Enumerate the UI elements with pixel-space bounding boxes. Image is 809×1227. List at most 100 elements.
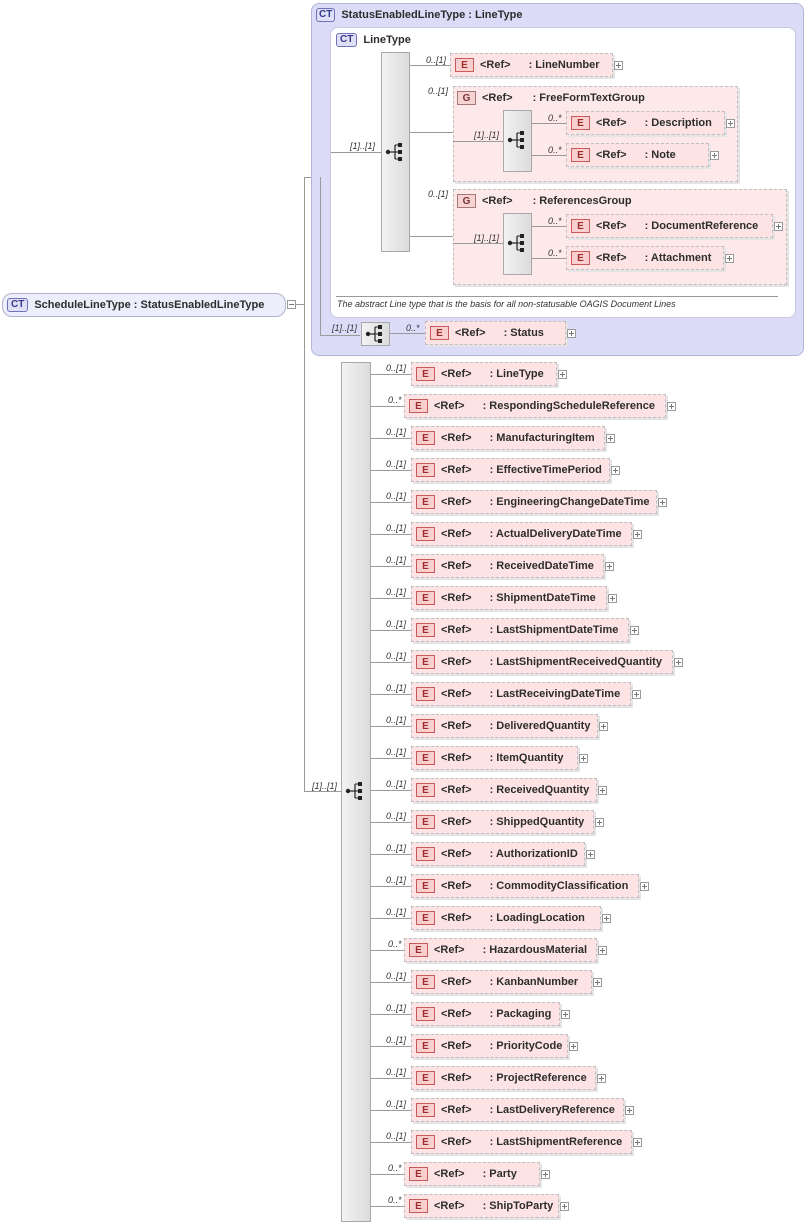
element-icon: E: [416, 687, 435, 701]
cardinality-label: 0..[1]: [386, 523, 407, 533]
collapse-icon[interactable]: [287, 300, 296, 309]
expand-icon[interactable]: [633, 530, 642, 539]
element-kanban-number[interactable]: E<Ref>: KanbanNumber: [411, 970, 592, 994]
element-last-delivery-reference[interactable]: E<Ref>: LastDeliveryReference: [411, 1098, 624, 1122]
element-icon: E: [416, 623, 435, 637]
sequence-compositor[interactable]: [381, 52, 410, 252]
expand-icon[interactable]: [598, 946, 607, 955]
expand-icon[interactable]: [674, 658, 683, 667]
element-party[interactable]: E<Ref>: Party: [404, 1162, 540, 1186]
cardinality-label: 0..*: [548, 216, 562, 226]
element-icon: E: [416, 815, 435, 829]
ref-label: <Ref>: [596, 252, 627, 264]
element-received-quantity[interactable]: E<Ref>: ReceivedQuantity: [411, 778, 597, 802]
element-line-number[interactable]: E <Ref> : LineNumber: [450, 53, 613, 77]
element-line-type[interactable]: E<Ref>: LineType: [411, 362, 557, 386]
sequence-compositor[interactable]: [341, 362, 371, 1222]
annotation-text: The abstract Line type that is the basis…: [337, 299, 676, 309]
expand-icon[interactable]: [611, 466, 620, 475]
root-complex-type[interactable]: CT ScheduleLineType : StatusEnabledLineT…: [2, 293, 286, 317]
element-attachment[interactable]: E <Ref> : Attachment: [566, 246, 724, 270]
expand-icon[interactable]: [598, 786, 607, 795]
expand-icon[interactable]: [586, 850, 595, 859]
expand-icon[interactable]: [630, 626, 639, 635]
cardinality-label: 0..[1]: [386, 875, 407, 885]
element-item-quantity[interactable]: E<Ref>: ItemQuantity: [411, 746, 578, 770]
element-loading-location[interactable]: E<Ref>: LoadingLocation: [411, 906, 601, 930]
expand-icon[interactable]: [606, 434, 615, 443]
expand-icon[interactable]: [561, 1010, 570, 1019]
connector-line: [371, 1110, 411, 1111]
element-shipment-date-time[interactable]: E<Ref>: ShipmentDateTime: [411, 586, 607, 610]
element-actual-delivery-date-time[interactable]: E<Ref>: ActualDeliveryDateTime: [411, 522, 632, 546]
element-note[interactable]: E <Ref> : Note: [566, 143, 709, 167]
expand-icon[interactable]: [726, 119, 735, 128]
element-icon: E: [416, 591, 435, 605]
expand-icon[interactable]: [625, 1106, 634, 1115]
cardinality-label: 0..[1]: [386, 715, 407, 725]
expand-icon[interactable]: [640, 882, 649, 891]
ref-label: <Ref>: [441, 528, 472, 540]
element-received-date-time[interactable]: E<Ref>: ReceivedDateTime: [411, 554, 604, 578]
cardinality-label: 0..*: [548, 248, 562, 258]
element-last-shipment-date-time[interactable]: E<Ref>: LastShipmentDateTime: [411, 618, 629, 642]
expand-icon[interactable]: [599, 722, 608, 731]
expand-icon[interactable]: [614, 61, 623, 70]
expand-icon[interactable]: [558, 370, 567, 379]
connector-line: [371, 1014, 411, 1015]
element-name: : DeliveredQuantity: [489, 720, 591, 732]
expand-icon[interactable]: [633, 1138, 642, 1147]
connector-line: [532, 258, 566, 259]
element-effective-time-period[interactable]: E<Ref>: EffectiveTimePeriod: [411, 458, 610, 482]
element-icon: E: [416, 655, 435, 669]
cardinality-label: [1]..[1]: [332, 323, 358, 333]
element-shipped-quantity[interactable]: E<Ref>: ShippedQuantity: [411, 810, 594, 834]
expand-icon[interactable]: [579, 754, 588, 763]
element-manufacturing-item[interactable]: E<Ref>: ManufacturingItem: [411, 426, 605, 450]
element-packaging[interactable]: E<Ref>: Packaging: [411, 1002, 560, 1026]
expand-icon[interactable]: [567, 329, 576, 338]
element-icon: E: [416, 1071, 435, 1085]
element-delivered-quantity[interactable]: E<Ref>: DeliveredQuantity: [411, 714, 598, 738]
expand-icon[interactable]: [774, 222, 783, 231]
element-status[interactable]: E <Ref> : Status: [425, 321, 566, 345]
element-engineering-change-date-time[interactable]: E<Ref>: EngineeringChangeDateTime: [411, 490, 657, 514]
expand-icon[interactable]: [605, 562, 614, 571]
element-priority-code[interactable]: E<Ref>: PriorityCode: [411, 1034, 568, 1058]
connector-line: [371, 534, 411, 535]
expand-icon[interactable]: [597, 1074, 606, 1083]
element-last-shipment-received-quantity[interactable]: E<Ref>: LastShipmentReceivedQuantity: [411, 650, 673, 674]
element-description[interactable]: E <Ref> : Description: [566, 111, 725, 135]
element-commodity-classification[interactable]: E<Ref>: CommodityClassification: [411, 874, 639, 898]
element-document-reference[interactable]: E <Ref> : DocumentReference: [566, 214, 773, 238]
element-ship-to-party[interactable]: E<Ref>: ShipToParty: [404, 1194, 559, 1218]
ref-label: <Ref>: [441, 688, 472, 700]
sequence-icon: [507, 234, 524, 252]
element-name: : Note: [644, 149, 676, 161]
expand-icon[interactable]: [560, 1202, 569, 1211]
element-icon: E: [571, 116, 590, 130]
ref-label: <Ref>: [441, 752, 472, 764]
expand-icon[interactable]: [658, 498, 667, 507]
element-authorization-id[interactable]: E<Ref>: AuthorizationID: [411, 842, 585, 866]
element-hazardous-material[interactable]: E<Ref>: HazardousMaterial: [404, 938, 597, 962]
expand-icon[interactable]: [595, 818, 604, 827]
element-project-reference[interactable]: E<Ref>: ProjectReference: [411, 1066, 596, 1090]
expand-icon[interactable]: [725, 254, 734, 263]
cardinality-label: 0..[1]: [386, 427, 407, 437]
element-last-shipment-reference[interactable]: E<Ref>: LastShipmentReference: [411, 1130, 632, 1154]
element-last-receiving-date-time[interactable]: E<Ref>: LastReceivingDateTime: [411, 682, 631, 706]
element-icon: E: [409, 399, 428, 413]
expand-icon[interactable]: [632, 690, 641, 699]
expand-icon[interactable]: [608, 594, 617, 603]
cardinality-label: 0..[1]: [428, 86, 449, 96]
expand-icon[interactable]: [710, 151, 719, 160]
element-responding-schedule-reference[interactable]: E<Ref>: RespondingScheduleReference: [404, 394, 666, 418]
expand-icon[interactable]: [602, 914, 611, 923]
expand-icon[interactable]: [569, 1042, 578, 1051]
expand-icon[interactable]: [541, 1170, 550, 1179]
expand-icon[interactable]: [593, 978, 602, 987]
expand-icon[interactable]: [667, 402, 676, 411]
element-name: : KanbanNumber: [489, 976, 579, 988]
element-icon: E: [455, 58, 474, 72]
